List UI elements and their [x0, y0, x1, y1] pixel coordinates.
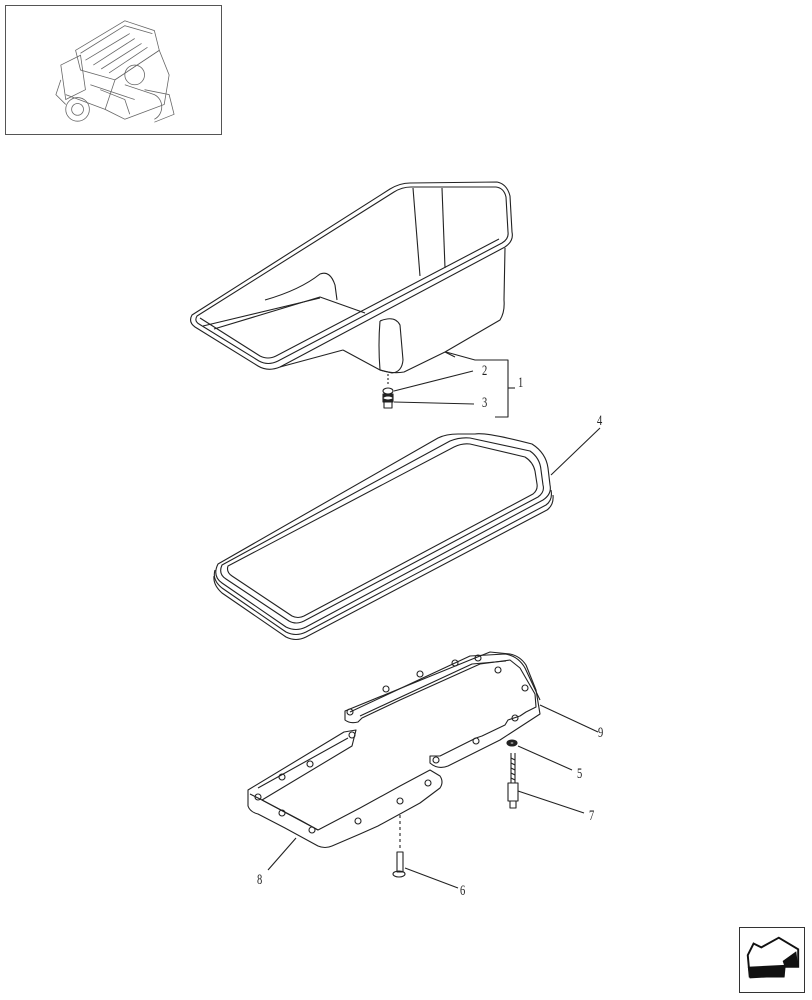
callout-9[interactable]: 9	[598, 725, 604, 741]
gasket[interactable]	[213, 433, 554, 641]
callout-7[interactable]: 7	[589, 808, 595, 824]
frame-right[interactable]	[344, 651, 541, 769]
callout-2[interactable]: 2	[482, 363, 488, 379]
callout-1[interactable]: 1	[518, 375, 524, 391]
callout-3[interactable]: 3	[482, 395, 488, 411]
drain-plug[interactable]	[382, 387, 394, 409]
bolt[interactable]	[392, 815, 406, 878]
engine-icon	[55, 20, 175, 123]
stud[interactable]	[507, 753, 519, 809]
frame-left[interactable]	[247, 729, 443, 849]
arrow-left-icon	[746, 936, 800, 979]
callout-4[interactable]: 4	[597, 413, 603, 429]
washer[interactable]	[506, 739, 518, 747]
callout-5[interactable]: 5	[577, 766, 583, 782]
callout-8[interactable]: 8	[257, 872, 263, 888]
engine-thumbnail[interactable]	[5, 5, 222, 135]
oil-pan[interactable]	[189, 181, 513, 386]
previous-page-button[interactable]	[739, 927, 805, 993]
callout-6[interactable]: 6	[460, 883, 466, 899]
